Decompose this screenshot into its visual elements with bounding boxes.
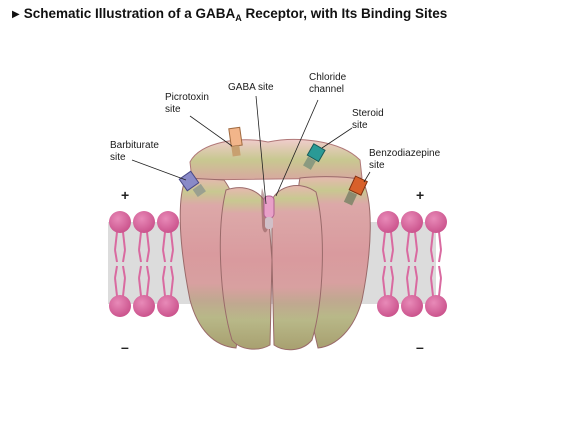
leader-steroid: [321, 127, 353, 149]
label-steroid-line1: Steroid: [352, 108, 384, 119]
lipid-molecule-upper: [109, 211, 131, 263]
lipid-molecule-lower: [401, 265, 423, 317]
label-picrotoxin-site: Picrotoxin site: [165, 92, 209, 116]
lipid-molecule-upper: [425, 211, 447, 263]
title-suffix: Receptor, with Its Binding Sites: [241, 6, 448, 21]
lipid-molecule-lower: [109, 265, 131, 317]
gaba-binding-site: [263, 195, 275, 229]
charge-minus-left: –: [121, 339, 129, 355]
label-barbiturate-line2: site: [110, 152, 126, 163]
title-subscript: A: [235, 13, 242, 23]
lipid-molecule-lower: [133, 265, 155, 317]
leader-barbiturate: [131, 159, 187, 181]
label-barbiturate-line1: Barbiturate: [110, 140, 159, 151]
leader-benzodiazepine: [363, 171, 371, 183]
receptor-subunit-center-right: [271, 185, 323, 351]
label-barbiturate-site: Barbiturate site: [110, 140, 159, 164]
figure-title: ▶Schematic Illustration of a GABAA Recep…: [12, 6, 447, 23]
title-prefix: Schematic Illustration of a GABA: [23, 6, 236, 21]
label-benzodiazepine-line2: site: [369, 160, 385, 171]
triangle-bullet-icon: ▶: [12, 9, 20, 20]
leader-picrotoxin: [189, 115, 233, 147]
label-gaba-site: GABA site: [228, 82, 274, 93]
charge-minus-right: –: [416, 339, 424, 355]
receptor-crown: [189, 138, 363, 181]
lipid-molecule-upper: [133, 211, 155, 263]
gaba-receptor: [179, 138, 371, 351]
label-chloride-channel: Chloride channel: [309, 72, 346, 96]
leader-gaba: [255, 95, 267, 205]
barbiturate-binding-site: [178, 170, 206, 197]
label-benzodiazepine-line1: Benzodiazepine: [369, 148, 441, 159]
charge-plus-left: +: [121, 187, 130, 203]
receptor-subunit-center-left: [219, 187, 273, 350]
lipid-molecule-upper: [401, 211, 423, 263]
lipid-molecule-upper: [157, 211, 179, 263]
lipid-molecule-lower: [425, 265, 447, 317]
label-benzodiazepine-site: Benzodiazepine site: [369, 148, 440, 172]
lipid-bilayer: [109, 211, 447, 317]
benzodiazepine-binding-site: [343, 175, 368, 206]
label-steroid-line2: site: [352, 120, 368, 131]
charge-plus-right: +: [416, 187, 425, 203]
lipid-molecule-lower: [377, 265, 399, 317]
lipid-molecule-lower: [157, 265, 179, 317]
leader-chloride: [275, 99, 319, 197]
steroid-binding-site: [303, 143, 326, 170]
lipid-molecule-upper: [377, 211, 399, 263]
label-picrotoxin-line2: site: [165, 104, 181, 115]
picrotoxin-binding-site: [228, 126, 243, 157]
leader-lines: [131, 95, 371, 205]
label-chloride-line1: Chloride: [309, 72, 347, 83]
label-steroid-site: Steroid site: [352, 108, 384, 132]
label-chloride-line2: channel: [309, 84, 345, 95]
label-picrotoxin-line1: Picrotoxin: [165, 92, 209, 103]
